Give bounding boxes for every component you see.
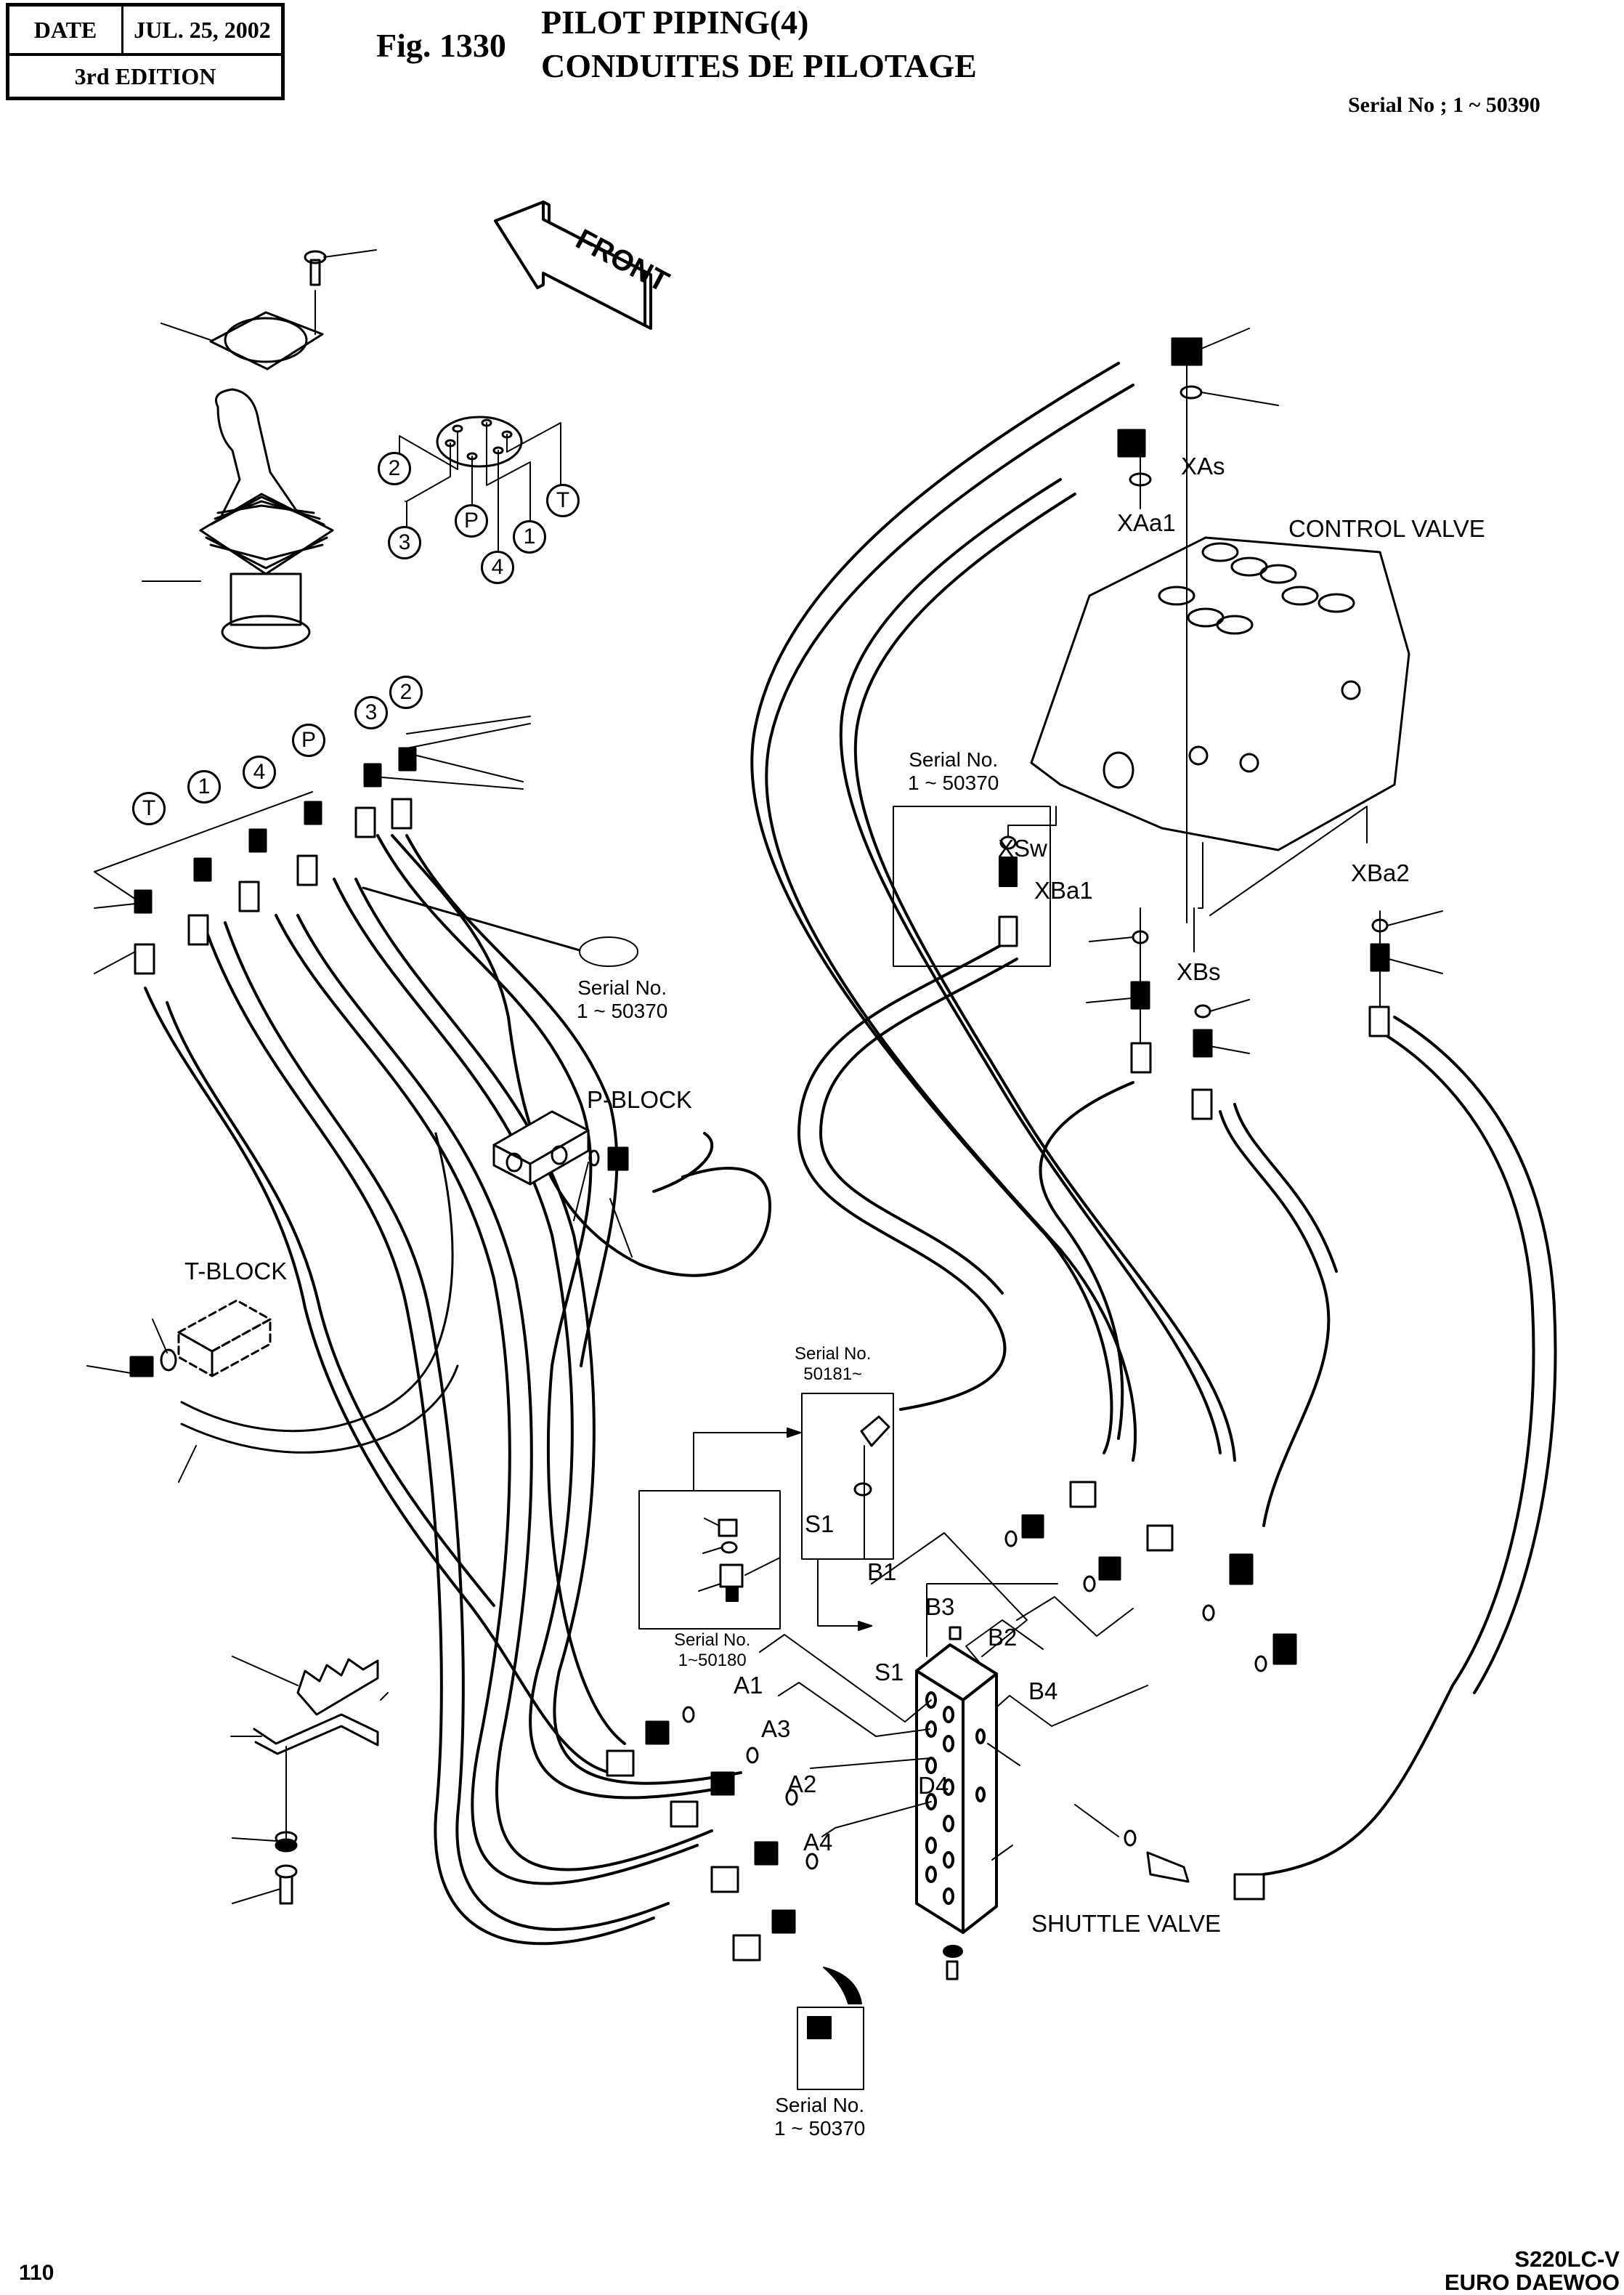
serial-note-line1: Serial No. — [674, 1630, 751, 1650]
control-valve-label: CONTROL VALVE — [1288, 515, 1485, 542]
serial-note-line2: 1 ~ 50370 — [908, 772, 999, 794]
leader-line — [362, 886, 581, 952]
joystick-port-plate-icon — [399, 416, 561, 553]
clamp-bracket-icon — [230, 1656, 389, 1905]
brand-name: EURO DAEWOO — [1444, 2270, 1620, 2295]
port-s1-detail: S1 — [805, 1510, 835, 1537]
joystick-oring-detail-icon — [579, 936, 638, 967]
serial-note-shuttle-old: Serial No. 1~50180 — [674, 1630, 750, 1671]
date-row: DATE JUL. 25, 2002 — [9, 7, 281, 56]
joystick-icon — [142, 388, 334, 649]
port-d4: D4 — [918, 1772, 949, 1799]
joystick-pin-2: 2 — [378, 452, 411, 485]
serial-note-line1: Serial No. — [909, 748, 999, 771]
joystick-pin-4: 4 — [481, 551, 514, 584]
serial-note-bottom: Serial No. 1 ~ 50370 — [774, 2094, 865, 2140]
port-xas: XAs — [1181, 453, 1225, 479]
serial-note-line2: 1 ~ 50370 — [774, 2117, 866, 2140]
joystick-pin-3: 3 — [388, 526, 421, 559]
control-valve-fittings-icon — [1117, 328, 1279, 923]
fitting-pin-t: T — [132, 792, 166, 825]
port-b1: B1 — [867, 1558, 897, 1585]
shuttle-valve-label: SHUTTLE VALVE — [1031, 1910, 1222, 1937]
title-english: PILOT PIPING(4) — [541, 4, 809, 41]
t-block-label: T-BLOCK — [184, 1258, 288, 1284]
fitting-pin-1: 1 — [187, 770, 221, 804]
fitting-pin-4: 4 — [243, 756, 276, 789]
edition-label: 3rd EDITION — [74, 62, 216, 89]
port-s1-top: S1 — [874, 1659, 904, 1685]
p-block-label: P-BLOCK — [587, 1086, 692, 1113]
pilot-hoses-left — [144, 834, 771, 1946]
port-xbs: XBs — [1177, 958, 1221, 985]
serial-note-line1: Serial No. — [577, 976, 667, 999]
front-arrow-icon: FRONT — [494, 201, 674, 330]
serial-note-line2: 1 ~ 50370 — [577, 1000, 668, 1022]
joystick-pin-p: P — [455, 504, 488, 538]
port-a3: A3 — [761, 1715, 791, 1742]
t-block-fitting-icon — [86, 1132, 459, 1483]
date-edition-box: DATE JUL. 25, 2002 3rd EDITION — [6, 3, 285, 100]
port-a1: A1 — [734, 1672, 763, 1699]
xb-port-fittings-icon — [1086, 907, 1443, 1120]
date-value: JUL. 25, 2002 — [134, 16, 271, 43]
figure-number: Fig. 1330 — [376, 27, 506, 64]
shuttle-port-leaders — [759, 1532, 1148, 1861]
serial-note-shuttle-new: Serial No. 50181~ — [795, 1344, 871, 1385]
serial-note-xsw: Serial No. 1 ~ 50370 — [908, 748, 999, 795]
shuttle-valve-icon — [915, 1626, 998, 1980]
serial-note-line1: Serial No. — [795, 1344, 872, 1364]
joystick-flange-icon — [161, 311, 324, 371]
serial-note-line2: 1~50180 — [678, 1651, 747, 1670]
control-valve-icon — [1030, 536, 1410, 952]
fitting-pin-2: 2 — [389, 676, 423, 709]
p-block-icon — [492, 1110, 714, 1258]
port-b4: B4 — [1028, 1677, 1058, 1704]
serial-note-line1: Serial No. — [775, 2094, 865, 2116]
pilot-hoses-right — [750, 362, 1557, 1876]
shuttle-detail-boxes — [638, 1393, 894, 1631]
joystick-pin-t: T — [546, 484, 580, 517]
port-b3: B3 — [925, 1593, 955, 1620]
page-number: 110 — [19, 2261, 54, 2285]
port-xaa1: XAa1 — [1117, 509, 1176, 536]
shuttle-fittings-icon — [606, 1481, 1297, 1962]
serial-range: Serial No ; 1 ~ 50390 — [1348, 93, 1540, 117]
title-french: CONDUITES DE PILOTAGE — [541, 47, 977, 84]
bottom-detail-box — [797, 1967, 864, 2090]
fitting-pin-3: 3 — [354, 696, 388, 729]
xsw-detail-box — [893, 806, 1057, 967]
date-label: DATE — [9, 7, 123, 53]
port-a2: A2 — [787, 1770, 817, 1797]
port-a4: A4 — [803, 1829, 833, 1855]
port-xba1: XBa1 — [1034, 877, 1093, 904]
t-block-icon — [177, 1299, 272, 1377]
port-xsw: XSw — [998, 835, 1047, 862]
model-name: S220LC-V — [1514, 2246, 1620, 2272]
port-xba2: XBa2 — [1351, 859, 1410, 886]
joystick-fittings-icon — [94, 716, 531, 975]
serial-note-joystick: Serial No. 1 ~ 50370 — [577, 976, 667, 1023]
model-block: S220LC-V EURO DAEWOO — [1445, 2248, 1620, 2294]
joystick-pin-1: 1 — [513, 520, 546, 554]
port-b2: B2 — [988, 1624, 1018, 1651]
serial-note-line2: 50181~ — [803, 1364, 863, 1384]
joystick-bolt-icon — [304, 249, 377, 335]
fitting-pin-p: P — [292, 724, 325, 757]
